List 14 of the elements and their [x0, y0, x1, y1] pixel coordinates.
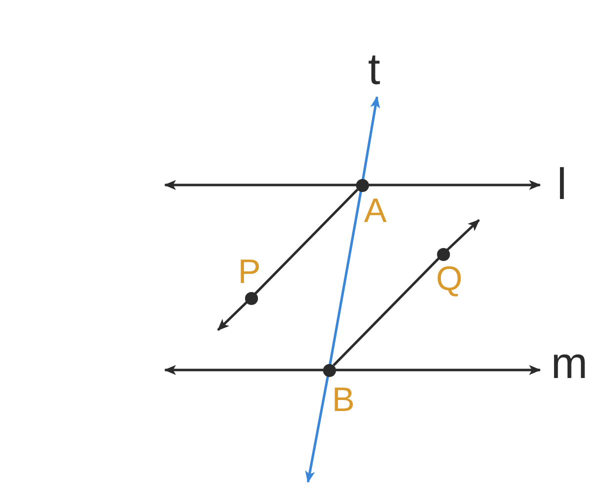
line-label: m: [551, 342, 588, 386]
point-label: P: [238, 255, 261, 289]
point-dot: [322, 364, 336, 376]
point-label: Q: [436, 262, 462, 296]
arrow: [305, 96, 380, 483]
point-label: B: [332, 383, 355, 417]
point-dot: [244, 292, 258, 304]
point-dot: [436, 248, 450, 260]
line-label: l: [557, 163, 567, 207]
point-dot: [356, 178, 368, 192]
arrow: [217, 188, 358, 331]
point-label: A: [364, 194, 387, 228]
arrow: [332, 219, 480, 366]
line-label: t: [368, 48, 380, 92]
